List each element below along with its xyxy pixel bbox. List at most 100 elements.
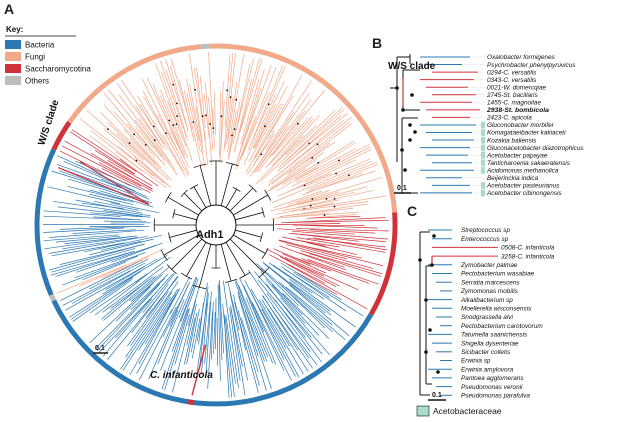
node-marker [231,134,233,137]
leaf-branch [115,151,168,189]
leaf-branch [110,202,160,214]
tree-branches [42,52,389,398]
leaf-branch [262,261,332,316]
backbone-arc [225,162,239,167]
backbone-arc [259,232,263,243]
ring-sector-infanticola [187,399,195,406]
leaf-branch [282,236,327,247]
scale-bar-a: 0.1 [93,345,108,354]
key-label-others: Others [25,77,49,86]
leaf-branch [248,269,310,359]
backbone-arc [172,209,176,219]
leaf-branch [308,161,378,190]
acetobacteraceae-marker [481,167,485,174]
leaf-branch [196,282,208,342]
leaf-branch [235,88,262,165]
leaf-branch [272,264,325,300]
leaf-branch [262,295,298,351]
tree-backbone [153,160,275,290]
leaf-branch [55,250,135,277]
leaf-branch [306,216,361,219]
node-marker [325,198,328,200]
leaf-branch [201,292,209,374]
leaf-branch [277,228,356,235]
backbone-arc [232,186,241,192]
leaf-branch [102,254,168,295]
leaf-branch [282,292,330,339]
node-marker [209,123,211,125]
leaf-branch [296,237,386,253]
leaf-branch [235,115,257,170]
leaf-branch [96,283,160,351]
leaf-branch [256,263,333,333]
leaf-branch [271,212,331,220]
node-marker [323,214,326,217]
leaf-branch [249,65,284,146]
leaf-branch [169,129,190,168]
leaf-branch [178,276,197,319]
leaf-branch [297,272,338,295]
leaf-branch [199,75,206,129]
leaf-branch [280,262,342,300]
backbone-arc [248,184,257,193]
leaf-branch [265,278,306,324]
leaf-branch [183,90,202,167]
leaf-branch [233,294,246,351]
backbone-arc [225,278,238,283]
backbone-branch [225,188,238,208]
backbone-branch [229,238,265,274]
leaf-branch [238,285,269,357]
leaf-branch [279,240,347,260]
tree-b-taxon: Kozakia baliensis [487,137,537,144]
leaf-branch [136,309,173,374]
leaf-branch [285,286,333,326]
leaf-branch [278,108,345,168]
leaf-branch [291,195,387,212]
leaf-branch [229,291,249,381]
node-marker [133,133,136,136]
leaf-branch [103,128,170,187]
leaf-branch [260,267,300,307]
tree-b-taxon: 2938-St. bombicola [486,107,549,114]
leaf-branch [265,117,309,169]
leaf-branch [187,283,201,326]
leaf-branch [234,57,260,151]
tree-b-taxon: 0343-C. versatilis [487,77,537,84]
acetobacteraceae-swatch [416,405,430,417]
leaf-branch [280,266,347,312]
ring-sector [51,299,374,407]
leaf-branch [313,237,388,251]
node-marker [172,83,175,86]
ws-clade-label-b: W/S clade [388,61,436,72]
leaf-branch [129,288,181,376]
leaf-branch [183,317,196,365]
tree-b-node [401,108,405,112]
node-marker [153,139,156,142]
leaf-branch [43,227,124,233]
leaf-branch [59,244,144,265]
leaf-branch [148,310,179,380]
leaf-branch [59,150,131,187]
backbone-branch [233,194,269,216]
leaf-branch [222,303,233,398]
node-marker [260,153,263,156]
node-marker [235,98,238,101]
scale-label-c: 0.1 [432,392,442,399]
leaf-branch [125,281,179,358]
leaf-branch [100,112,160,171]
leaf-branch [161,308,189,390]
tree-b-node [408,138,412,142]
leaf-branch [172,300,197,393]
leaf-branch [218,279,224,354]
node-marker [201,115,204,118]
scale-label-a: 0.1 [95,345,105,352]
leaf-branch [230,305,246,396]
leaf-branch [51,170,152,204]
leaf-branch [189,53,203,144]
node-marker [192,121,195,123]
leaf-branch [225,53,236,147]
leaf-branch [214,92,216,135]
tree-c-taxon: Shigella dysenteriae [461,340,519,347]
tree-b-node [413,130,417,134]
leaf-branch [49,229,145,238]
